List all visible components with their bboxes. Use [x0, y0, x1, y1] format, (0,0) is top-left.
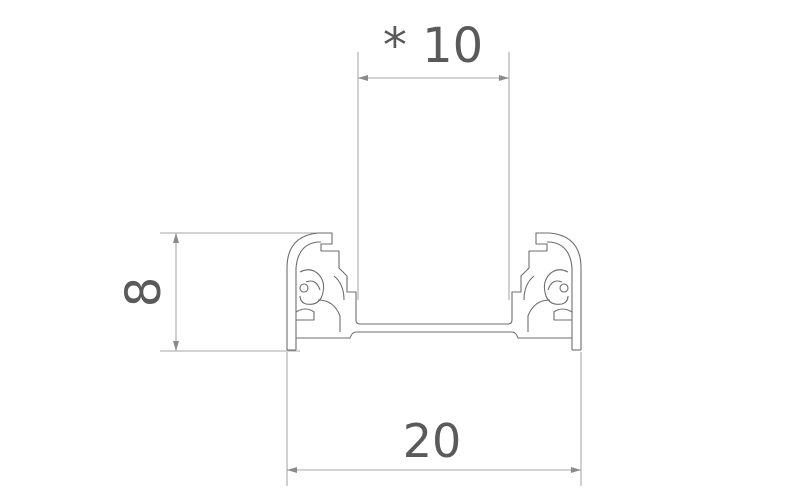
dimension-bottom-width: 20 [286, 352, 582, 486]
arrow-bottom-left [287, 467, 297, 473]
arrow-height-bottom [173, 341, 179, 351]
arrow-height-top [173, 233, 179, 243]
arrow-bottom-right [571, 467, 581, 473]
dimension-height: 8 [116, 232, 318, 352]
arrow-top-left [358, 75, 368, 81]
dimension-top-width: * 10 [357, 18, 510, 300]
dimension-label-bottom-width: 20 [403, 414, 462, 468]
dimension-label-top-width: * 10 [383, 18, 483, 74]
profile-left-wall [286, 232, 509, 351]
arrow-top-right [499, 75, 509, 81]
profile-right-wall [434, 232, 582, 351]
dimension-label-height: 8 [116, 277, 172, 308]
aluminium-profile [286, 232, 582, 351]
